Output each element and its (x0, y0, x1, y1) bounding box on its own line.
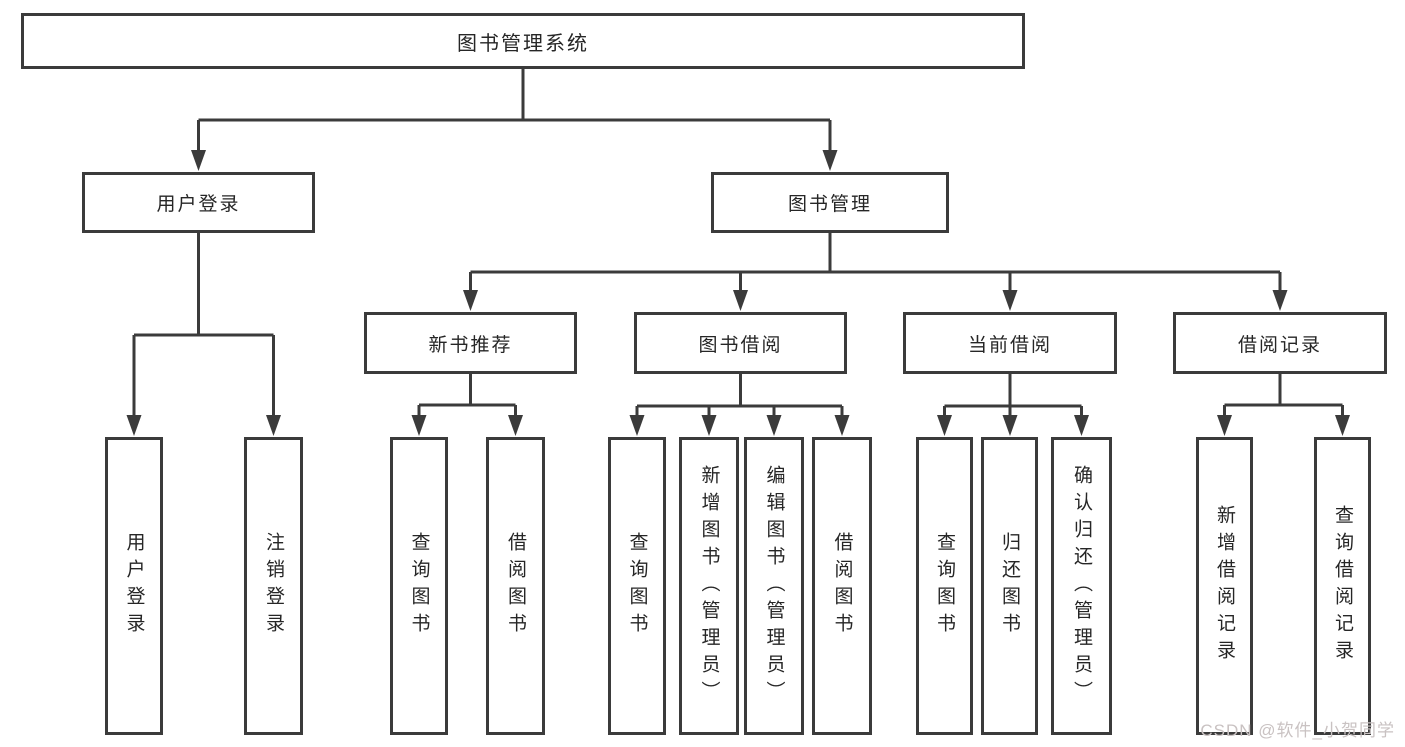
csdn-watermark: CSDN @软件_小贺同学 (1200, 721, 1395, 740)
node-book-management: 图书管理 (711, 172, 949, 233)
arrowhead (266, 415, 281, 436)
edges-borrow-records-children (1217, 374, 1350, 436)
arrowhead (733, 290, 748, 311)
node-current-borrow: 当前借阅 (903, 312, 1117, 374)
edges-current-borrow-children (937, 374, 1089, 436)
leaf-newbook-borrow-books: 借阅图书 (486, 437, 545, 735)
leaf-borrow-add-books-admin: 新增图书（管理员） (679, 437, 739, 735)
leaf-logout: 注销登录 (244, 437, 303, 735)
node-user-login: 用户登录 (82, 172, 315, 233)
arrowhead (191, 150, 206, 171)
edges-root-to-level2 (191, 69, 838, 171)
arrowhead (411, 415, 427, 436)
arrowhead (1217, 415, 1232, 436)
arrowhead (937, 415, 952, 436)
arrowhead (1272, 290, 1288, 311)
node-book-borrow: 图书借阅 (634, 312, 847, 374)
leaf-borrow-edit-books-admin: 编辑图书（管理员） (744, 437, 804, 735)
edges-book-borrow-children (629, 374, 850, 436)
leaf-user-login: 用户登录 (105, 437, 163, 735)
leaf-borrow-borrow-books: 借阅图书 (812, 437, 872, 735)
arrowhead (1002, 415, 1018, 436)
arrowhead (1002, 290, 1018, 311)
arrowhead (126, 415, 142, 436)
arrowhead (834, 415, 850, 436)
arrowhead (508, 415, 523, 436)
edges-new-book-children (411, 374, 523, 436)
arrowhead (629, 415, 645, 436)
leaf-records-add-record: 新增借阅记录 (1196, 437, 1253, 735)
leaf-newbook-query-books: 查询图书 (390, 437, 448, 735)
node-new-book-recommend: 新书推荐 (364, 312, 577, 374)
arrowhead (766, 415, 782, 436)
arrowhead (463, 290, 478, 311)
arrowhead (822, 150, 838, 171)
node-root-system: 图书管理系统 (21, 13, 1025, 69)
edges-book-management-sections (463, 233, 1288, 311)
leaf-records-query-record: 查询借阅记录 (1314, 437, 1371, 735)
leaf-borrow-query-books: 查询图书 (608, 437, 666, 735)
arrowhead (701, 415, 717, 436)
leaf-current-query-books: 查询图书 (916, 437, 973, 735)
node-borrow-records: 借阅记录 (1173, 312, 1387, 374)
arrowhead (1074, 415, 1089, 436)
arrowhead (1335, 415, 1350, 436)
leaf-current-return-books: 归还图书 (981, 437, 1038, 735)
edges-user-login-children (126, 233, 281, 436)
leaf-current-confirm-return-admin: 确认归还（管理员） (1051, 437, 1112, 735)
